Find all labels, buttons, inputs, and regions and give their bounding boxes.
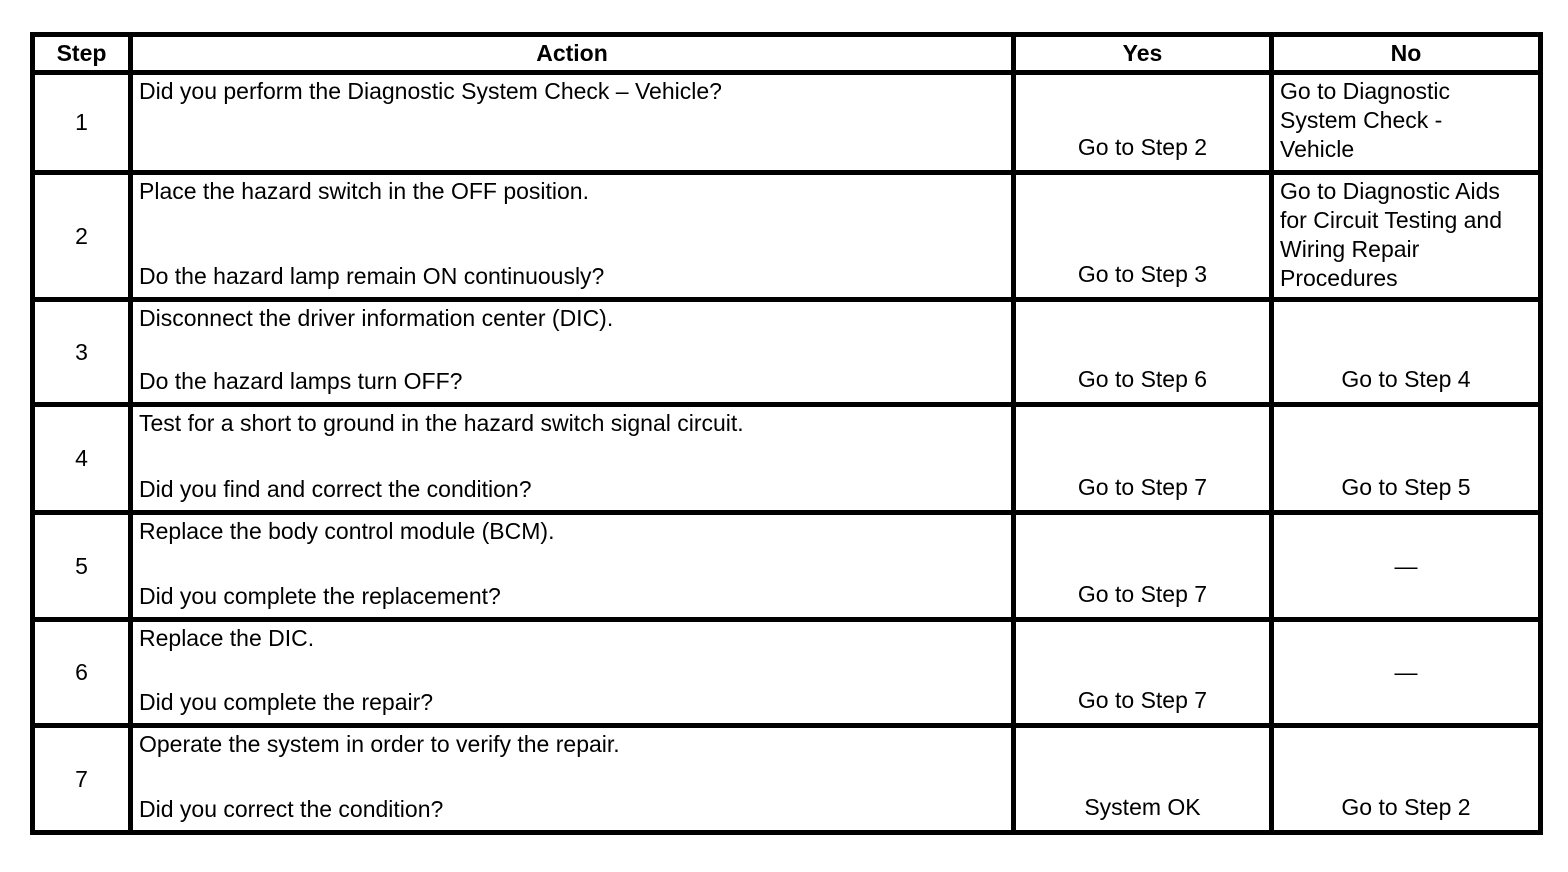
action-cell: Replace the DIC. Did you complete the re… — [128, 617, 1016, 728]
action-instruction: Test for a short to ground in the hazard… — [139, 410, 744, 436]
step-number: 1 — [30, 70, 133, 175]
yes-cell: Go to Step 2 — [1011, 70, 1274, 175]
no-cell: Go to Step 5 — [1269, 402, 1543, 515]
no-cell: Go to Diagnostic System Check - Vehicle — [1269, 70, 1543, 175]
action-question: Do the hazard lamp remain ON continuousl… — [139, 263, 605, 289]
no-cell-dash: — — [1269, 617, 1543, 728]
action-cell: Place the hazard switch in the OFF posit… — [128, 170, 1016, 302]
table-row: 1 Did you perform the Diagnostic System … — [30, 70, 1543, 175]
action-instruction: Operate the system in order to verify th… — [139, 731, 620, 757]
column-header-step: Step — [30, 32, 133, 75]
yes-cell: Go to Step 7 — [1011, 617, 1274, 728]
no-cell: Go to Diagnostic Aids for Circuit Testin… — [1269, 170, 1543, 302]
action-instruction: Place the hazard switch in the OFF posit… — [139, 178, 589, 204]
yes-cell: System OK — [1011, 723, 1274, 835]
table-row: 3 Disconnect the driver information cent… — [30, 297, 1543, 407]
action-question: Did you complete the replacement? — [139, 583, 501, 609]
action-cell: Disconnect the driver information center… — [128, 297, 1016, 407]
action-instruction: Disconnect the driver information center… — [139, 305, 614, 331]
step-number: 6 — [30, 617, 133, 728]
action-cell: Did you perform the Diagnostic System Ch… — [128, 70, 1016, 175]
yes-cell: Go to Step 7 — [1011, 402, 1274, 515]
yes-cell: Go to Step 7 — [1011, 510, 1274, 622]
column-header-action: Action — [128, 32, 1016, 75]
action-instruction: Replace the body control module (BCM). — [139, 518, 555, 544]
action-cell: Operate the system in order to verify th… — [128, 723, 1016, 835]
action-question: Did you correct the condition? — [139, 796, 444, 822]
no-cell: Go to Step 2 — [1269, 723, 1543, 835]
column-header-no: No — [1269, 32, 1543, 75]
table-row: 6 Replace the DIC. Did you complete the … — [30, 617, 1543, 728]
step-number: 2 — [30, 170, 133, 302]
table-row: 2 Place the hazard switch in the OFF pos… — [30, 170, 1543, 302]
table-row: 4 Test for a short to ground in the haza… — [30, 402, 1543, 515]
action-question: Do the hazard lamps turn OFF? — [139, 368, 463, 394]
no-cell-dash: — — [1269, 510, 1543, 622]
action-question: Did you find and correct the condition? — [139, 476, 532, 502]
column-header-yes: Yes — [1011, 32, 1274, 75]
step-number: 3 — [30, 297, 133, 407]
yes-cell: Go to Step 6 — [1011, 297, 1274, 407]
action-instruction: Replace the DIC. — [139, 625, 315, 651]
header-row: Step Action Yes No — [30, 32, 1543, 75]
diagnostic-procedure-table: Step Action Yes No 1 Did you perform the… — [30, 32, 1543, 835]
table-row: 5 Replace the body control module (BCM).… — [30, 510, 1543, 622]
step-number: 4 — [30, 402, 133, 515]
step-number: 7 — [30, 723, 133, 835]
table-row: 7 Operate the system in order to verify … — [30, 723, 1543, 835]
action-question: Did you complete the repair? — [139, 689, 434, 715]
step-number: 5 — [30, 510, 133, 622]
action-cell: Replace the body control module (BCM). D… — [128, 510, 1016, 622]
yes-cell: Go to Step 3 — [1011, 170, 1274, 302]
no-cell: Go to Step 4 — [1269, 297, 1543, 407]
action-cell: Test for a short to ground in the hazard… — [128, 402, 1016, 515]
action-question: Did you perform the Diagnostic System Ch… — [139, 78, 722, 104]
